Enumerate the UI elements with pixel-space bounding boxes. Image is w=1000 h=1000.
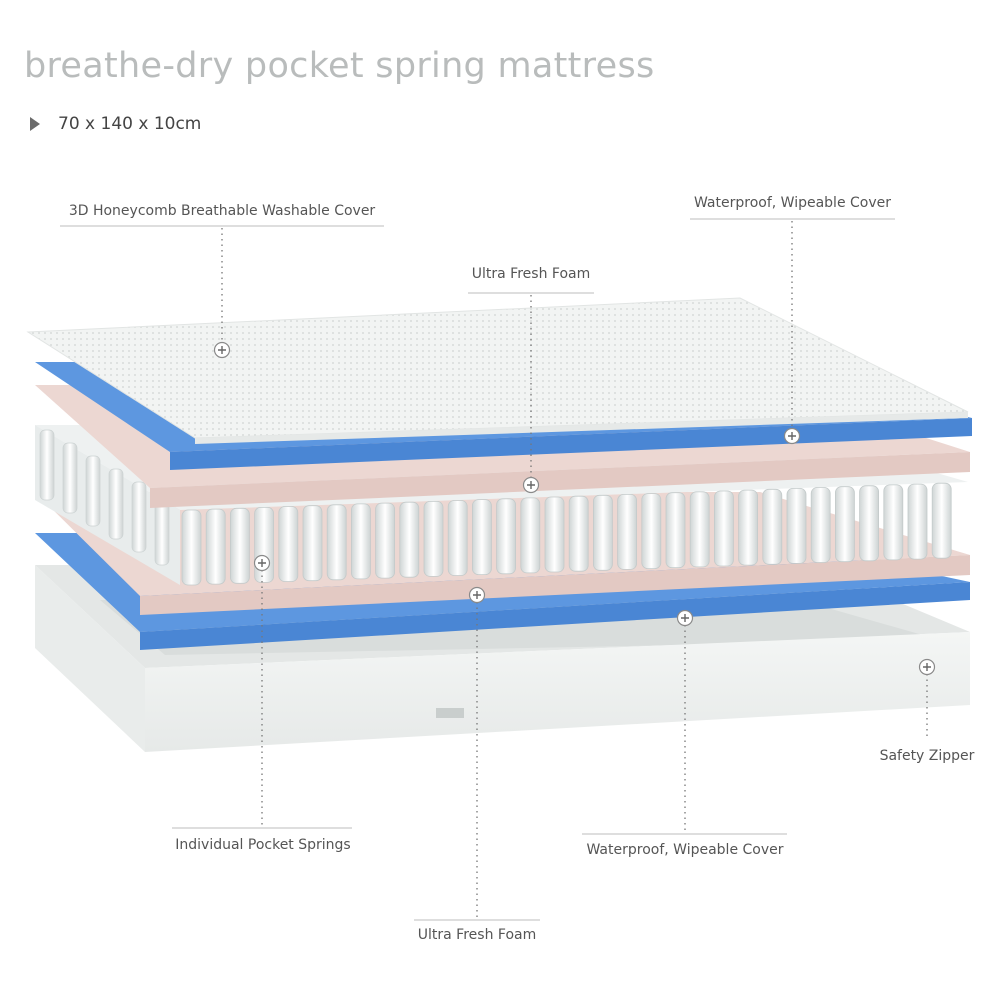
spring-coil	[593, 494, 613, 571]
spring-coil	[835, 486, 855, 563]
spring-coil-side	[62, 442, 78, 514]
spring-coil	[181, 509, 202, 586]
callout-foam-top: Ultra Fresh Foam	[471, 266, 591, 282]
spring-coil	[423, 500, 444, 577]
base-left-face	[35, 565, 145, 752]
leader-lines	[221, 221, 928, 918]
spring-coil	[350, 503, 371, 580]
callout-zipper: Safety Zipper	[879, 748, 975, 764]
callout-underlines	[60, 218, 895, 921]
spring-coil	[810, 487, 831, 563]
spring-coil	[447, 500, 468, 576]
spring-coil	[302, 505, 323, 582]
spring-coil	[907, 483, 928, 560]
brand-label-tag	[436, 708, 464, 718]
plus-circle-icon[interactable]	[783, 427, 801, 445]
spring-coil	[641, 493, 662, 570]
spring-coil-side	[131, 481, 147, 553]
spring-coil	[617, 493, 637, 570]
spring-coil	[471, 499, 492, 576]
callout-waterproof-bottom: Waterproof, Wipeable Cover	[586, 842, 784, 858]
bottom-foam-edge	[140, 555, 970, 615]
spring-coil	[568, 495, 589, 572]
spring-coil	[375, 502, 396, 579]
plus-circle-icon[interactable]	[253, 554, 271, 572]
spring-coil	[278, 506, 299, 582]
spring-coil	[714, 490, 734, 567]
spring-coil-side	[108, 468, 124, 540]
spring-coils	[39, 429, 952, 586]
spring-coil	[689, 491, 710, 568]
honeycomb-cover-layer	[26, 297, 969, 444]
bottom-blue-edge	[140, 582, 970, 650]
page-title: breathe-dry pocket spring mattress	[24, 46, 655, 86]
dimensions-text: 70 x 140 x 10cm	[58, 114, 202, 134]
spring-coil	[326, 504, 347, 581]
spring-coil	[229, 507, 250, 584]
plus-markers	[213, 341, 936, 676]
spring-coil	[931, 482, 952, 559]
spring-coil	[399, 501, 420, 578]
spring-coil	[738, 489, 758, 566]
spring-coil-side	[85, 455, 101, 527]
spring-coil	[665, 492, 686, 569]
top-blue-edge	[170, 418, 972, 470]
spring-coil-side	[39, 429, 55, 501]
plus-circle-icon[interactable]	[522, 476, 540, 494]
spring-coil	[859, 485, 879, 562]
dimensions-row: 70 x 140 x 10cm	[30, 114, 201, 134]
callout-springs: Individual Pocket Springs	[175, 837, 351, 853]
callout-top-cover: 3D Honeycomb Breathable Washable Cover	[68, 203, 376, 219]
spring-coil	[254, 506, 275, 583]
spring-coil	[205, 508, 226, 585]
callout-foam-bottom: Ultra Fresh Foam	[417, 927, 537, 943]
spring-coil	[762, 488, 783, 565]
spring-coil	[520, 497, 541, 574]
callout-waterproof-top: Waterproof, Wipeable Cover	[693, 195, 892, 211]
cover-edge	[195, 412, 968, 444]
top-foam-edge	[150, 452, 970, 508]
spring-coil	[544, 496, 565, 573]
play-triangle-icon	[30, 117, 40, 131]
spring-coil	[496, 498, 517, 575]
base-front-face	[145, 632, 970, 752]
plus-circle-icon[interactable]	[213, 341, 231, 359]
spring-coil	[786, 487, 807, 564]
plus-circle-icon[interactable]	[468, 586, 486, 604]
spring-coil	[883, 484, 904, 561]
plus-circle-icon[interactable]	[676, 609, 694, 627]
plus-circle-icon[interactable]	[918, 658, 936, 676]
